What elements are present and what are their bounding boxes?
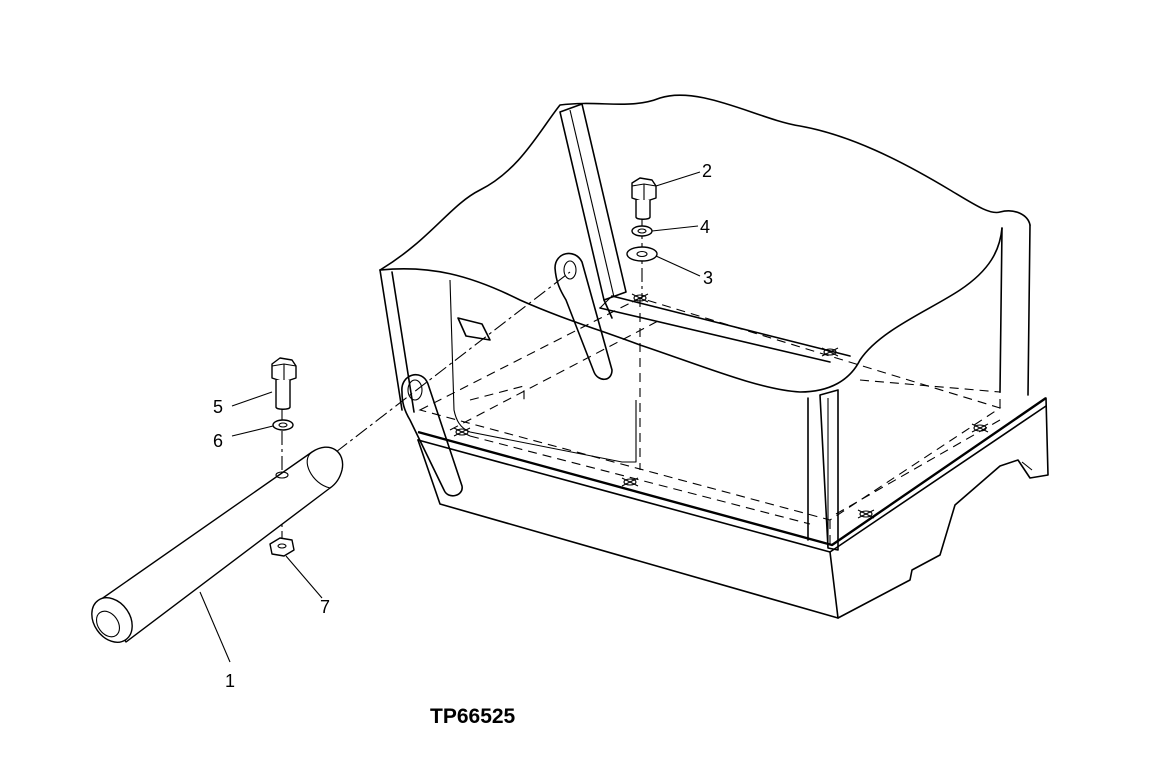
leader-7 bbox=[285, 555, 323, 599]
seat-base bbox=[417, 397, 1049, 619]
pivot-pin bbox=[91, 446, 344, 643]
assembly-centerlines bbox=[281, 218, 643, 540]
cap-screw-upper bbox=[631, 177, 657, 220]
flat-washer bbox=[626, 246, 658, 262]
mount-symbol bbox=[971, 423, 989, 433]
pivot-bracket-rear bbox=[554, 252, 613, 381]
callout-7: 7 bbox=[320, 597, 330, 617]
mount-symbol bbox=[621, 477, 639, 487]
callout-5: 5 bbox=[213, 397, 223, 417]
pivot-bracket-front bbox=[401, 373, 463, 497]
hidden-frame-lines bbox=[418, 297, 1002, 550]
callout-6: 6 bbox=[213, 431, 223, 451]
callout-1: 1 bbox=[225, 671, 235, 691]
mounting-hole-symbols bbox=[453, 293, 989, 519]
mount-symbol bbox=[857, 509, 875, 519]
callout-numbers: 1 2 3 4 5 6 7 bbox=[213, 161, 713, 691]
leader-6 bbox=[231, 425, 274, 437]
mount-symbol bbox=[821, 347, 839, 357]
leader-5 bbox=[231, 391, 273, 407]
rear-cross-rail bbox=[599, 295, 851, 363]
mount-symbol bbox=[453, 427, 471, 437]
callout-2: 2 bbox=[702, 161, 712, 181]
lock-washer-lower bbox=[272, 419, 294, 431]
callout-3: 3 bbox=[703, 268, 713, 288]
leader-2 bbox=[655, 171, 701, 187]
callout-leaders bbox=[199, 171, 701, 663]
cap-screw-lower bbox=[271, 357, 297, 410]
callout-4: 4 bbox=[700, 217, 710, 237]
leader-1 bbox=[199, 591, 231, 663]
leader-4 bbox=[651, 225, 699, 232]
back-support-bar bbox=[559, 103, 627, 319]
seat-cushion bbox=[379, 94, 1031, 551]
lock-washer-upper bbox=[631, 225, 653, 237]
figure-label: TP66525 bbox=[430, 705, 516, 728]
leader-3 bbox=[655, 255, 701, 277]
hex-nut bbox=[269, 537, 295, 557]
mount-symbol bbox=[631, 293, 649, 303]
